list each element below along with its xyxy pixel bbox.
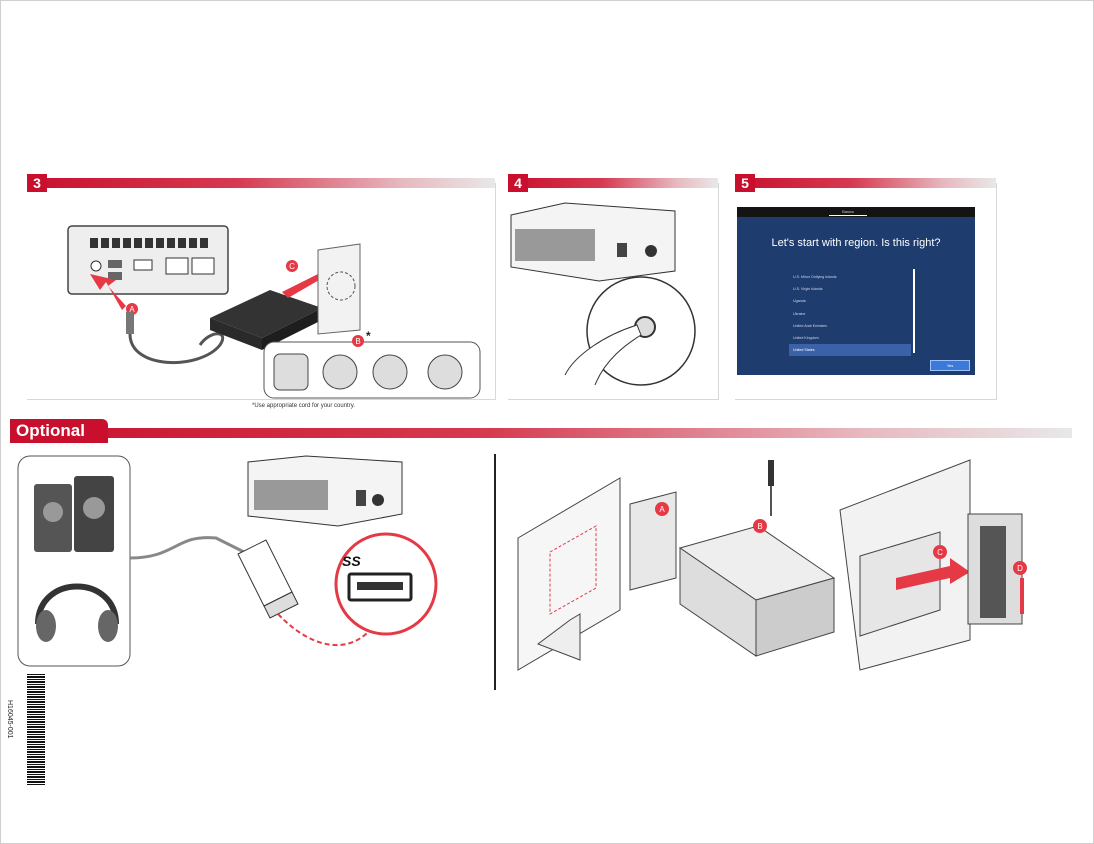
step5-number: 5 [735, 174, 755, 192]
power-button-illustration [510, 202, 696, 386]
optional-label: Optional [10, 419, 108, 443]
region-item[interactable]: U.S. Virgin Islands [793, 287, 823, 292]
optional-header-bar [10, 428, 1072, 438]
step3-number: 3 [27, 174, 47, 192]
barcode-number: H16045-001 [6, 700, 13, 739]
region-item[interactable]: Ukraine [793, 311, 806, 316]
footnote: *Use appropriate cord for your country. [252, 403, 355, 409]
region-item-selected[interactable]: United States [789, 344, 911, 357]
mount-callout-a: A [659, 505, 665, 514]
mount-callout-c: C [937, 548, 943, 557]
callout-a: A [129, 305, 135, 314]
step4-header-bar [508, 178, 718, 188]
section-divider [494, 454, 496, 690]
usb-peripherals-illustration: SS [17, 455, 438, 667]
callout-b: B [355, 337, 360, 346]
region-item[interactable]: Uganda [793, 299, 806, 304]
barcode [27, 673, 45, 785]
region-item[interactable]: United Arab Emirates [793, 323, 827, 328]
arrow-a [90, 274, 126, 310]
plug-options-box [263, 341, 481, 399]
region-item[interactable]: U.S. Minor Outlying Islands [793, 275, 837, 279]
oobe-tab[interactable]: Basics [829, 208, 867, 216]
step4-panel [508, 183, 719, 400]
step5-panel [735, 183, 997, 400]
oobe-screen: Basics Let's start with region. Is this … [737, 207, 975, 375]
oobe-title: Let's start with region. Is this right? [771, 237, 941, 249]
region-scrollbar[interactable] [913, 269, 915, 353]
wall-outlet [317, 243, 361, 335]
mount-callout-b: B [757, 522, 762, 531]
step3-panel [27, 183, 496, 400]
step5-header-bar [735, 178, 996, 188]
vesa-mount-illustration: A B C D [517, 459, 1027, 671]
oobe-topbar: Basics [737, 207, 975, 217]
power-brick [210, 290, 322, 338]
usb-ss-logo: SS [342, 553, 361, 569]
mount-callout-d: D [1017, 564, 1023, 573]
power-connection-illustration: A C B * [67, 225, 481, 399]
step4-number: 4 [508, 174, 528, 192]
region-item[interactable]: United Kingdom [793, 335, 819, 340]
callout-c: C [289, 262, 295, 271]
region-list[interactable]: U.S. Minor Outlying Islands U.S. Virgin … [789, 271, 911, 357]
yes-button[interactable]: Yes [930, 360, 970, 371]
step3-header-bar [27, 178, 495, 188]
asterisk: * [366, 329, 371, 343]
